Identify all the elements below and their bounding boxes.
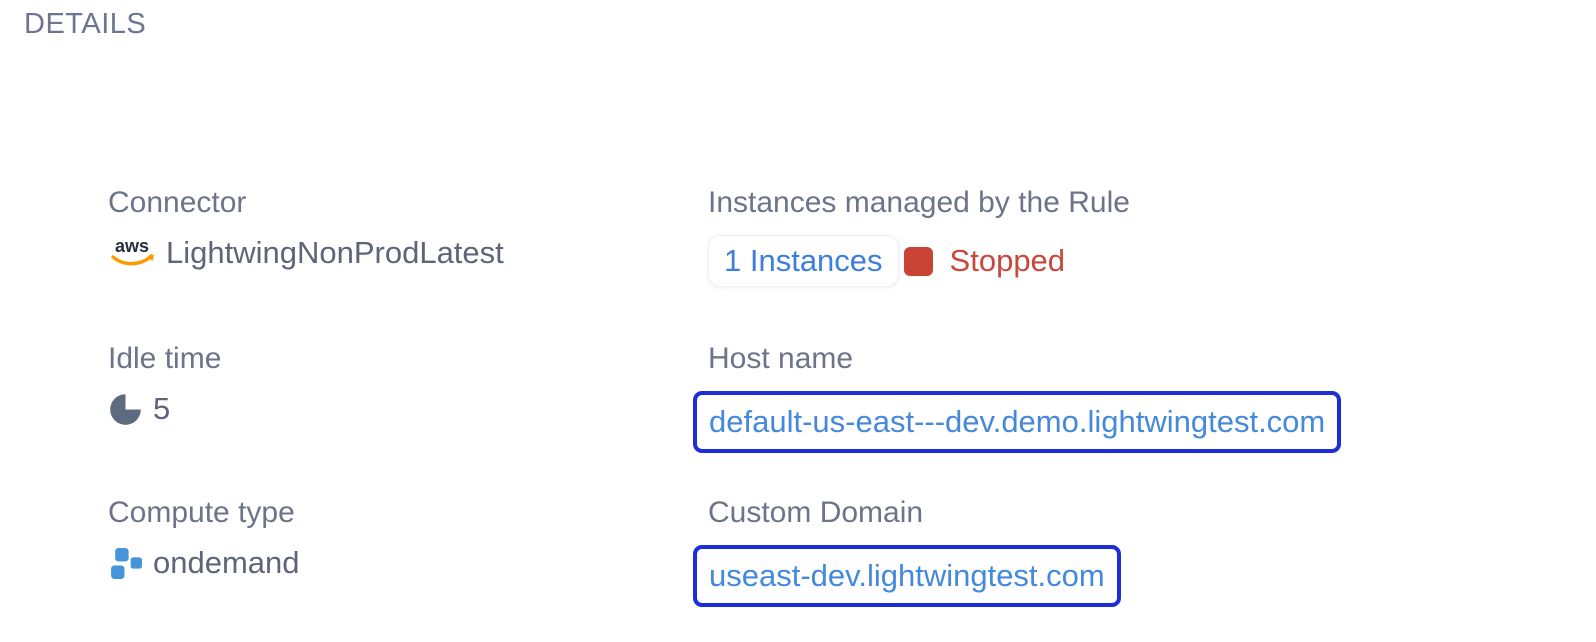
custom-domain-link[interactable]: useast-dev.lightwingtest.com xyxy=(709,558,1105,593)
compute-type-value: ondemand xyxy=(153,545,300,580)
details-section-title: DETAILS xyxy=(24,8,147,40)
aws-logo-icon: aws xyxy=(108,235,156,271)
instance-status-text: Stopped xyxy=(949,243,1066,278)
svg-text:aws: aws xyxy=(115,236,149,256)
connector-label: Connector xyxy=(108,186,247,219)
host-name-link[interactable]: default-us-east---dev.demo.lightwingtest… xyxy=(709,404,1326,439)
compute-squares-icon xyxy=(108,546,143,581)
connector-field: Connector aws LightwingNonProdLatest xyxy=(108,185,504,271)
host-name-field: Host name default-us-east---dev.demo.lig… xyxy=(693,341,1342,453)
compute-type-field: Compute type ondemand xyxy=(108,495,300,581)
idle-time-label: Idle time xyxy=(108,342,222,375)
custom-domain-label: Custom Domain xyxy=(708,496,924,529)
instances-field: Instances managed by the Rule 1 Instance… xyxy=(708,185,1130,287)
pie-clock-icon xyxy=(108,392,143,427)
instances-count-link[interactable]: 1 Instances xyxy=(708,235,899,287)
custom-domain-link-box[interactable]: useast-dev.lightwingtest.com xyxy=(693,545,1121,607)
instances-label: Instances managed by the Rule xyxy=(708,186,1130,219)
stopped-status-icon xyxy=(903,246,933,276)
custom-domain-field: Custom Domain useast-dev.lightwingtest.c… xyxy=(693,495,1121,607)
idle-time-field: Idle time 5 xyxy=(108,341,221,427)
host-name-link-box[interactable]: default-us-east---dev.demo.lightwingtest… xyxy=(693,391,1342,453)
host-name-label: Host name xyxy=(708,342,854,375)
compute-type-label: Compute type xyxy=(108,496,295,529)
connector-value: LightwingNonProdLatest xyxy=(166,235,504,270)
idle-time-value: 5 xyxy=(153,391,171,426)
